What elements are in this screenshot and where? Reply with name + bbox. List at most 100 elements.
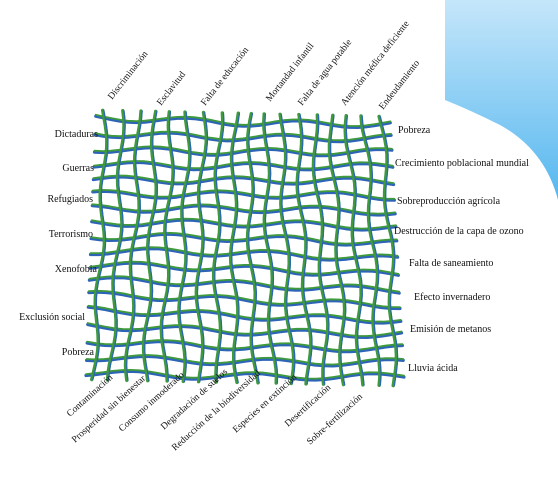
net-thread: [93, 160, 394, 170]
net-thread: [194, 110, 208, 384]
right-label: Lluvia ácida: [408, 363, 458, 374]
net-thread: [90, 217, 397, 230]
net-thread: [311, 113, 330, 386]
right-label: Sobreproducción agrícola: [397, 196, 501, 207]
horizontal-threads: [84, 113, 406, 382]
right-label: Pobreza: [398, 125, 431, 136]
right-label: Crecimiento poblacional mundial: [395, 158, 529, 169]
net-thread: [141, 109, 158, 383]
net-thread: [379, 115, 399, 387]
right-label: Emisión de metanos: [410, 324, 491, 335]
left-label: Xenofobia: [55, 264, 98, 275]
net-thread: [86, 322, 403, 337]
net-thread: [280, 113, 296, 385]
net-thread: [94, 113, 392, 127]
net-thread: [345, 115, 365, 386]
top-label: Falta de educación: [199, 45, 251, 107]
net-thread: [359, 114, 382, 387]
net-thread: [297, 114, 313, 385]
net-thread: [211, 111, 225, 384]
net-thread: [361, 115, 382, 386]
left-label: Terrorismo: [49, 229, 93, 240]
net-thread: [85, 339, 404, 354]
net-thread: [93, 131, 393, 144]
net-thread: [196, 111, 209, 383]
left-label: Guerras: [62, 163, 94, 174]
top-label: Discriminación: [106, 49, 150, 102]
net-thread: [94, 114, 392, 129]
top-label: Esclavitud: [155, 70, 188, 108]
net-thread: [91, 189, 396, 202]
net-thread: [231, 112, 241, 383]
net-thread: [86, 305, 403, 325]
net-thread: [85, 354, 405, 366]
net-thread: [92, 109, 109, 381]
net-thread: [159, 110, 175, 383]
net-thread: [248, 113, 260, 384]
top-label: Endeudamiento: [377, 59, 422, 112]
top-labels: Discriminación Esclavitud Falta de educa…: [106, 19, 422, 112]
net-thread: [92, 160, 395, 172]
left-label: Refugiados: [47, 194, 93, 205]
net-thread: [92, 174, 395, 184]
net-thread: [88, 275, 401, 293]
net-thread: [84, 369, 406, 382]
left-label: Exclusión social: [19, 312, 85, 323]
net-thread: [91, 189, 396, 200]
net-thread: [105, 109, 126, 382]
net-thread: [314, 114, 330, 385]
net-thread: [89, 260, 400, 275]
net-thread: [87, 289, 401, 308]
net-thread: [86, 339, 404, 352]
net-thread: [89, 246, 399, 260]
net-thread: [177, 110, 192, 384]
woven-net: [84, 108, 406, 388]
right-labels: Pobreza Crecimiento poblacional mundial …: [394, 125, 529, 374]
net-thread: [278, 112, 296, 386]
right-label: Falta de saneamiento: [409, 258, 493, 269]
net-thread: [85, 369, 405, 380]
net-thread: [123, 109, 143, 382]
right-label: Destrucción de la capa de ozono: [394, 226, 524, 237]
net-thread: [88, 261, 400, 277]
net-thread: [91, 203, 397, 215]
net-thread: [245, 111, 260, 385]
net-thread: [214, 112, 225, 383]
net-thread: [262, 112, 279, 385]
net-thread: [92, 146, 394, 158]
net-thread: [228, 111, 240, 385]
net-thread: [264, 113, 279, 384]
net-thread: [343, 114, 365, 387]
net-thread: [87, 276, 401, 295]
left-labels: Dictaduras Guerras Refugiados Terrorismo…: [19, 129, 98, 358]
net-thread: [90, 218, 398, 232]
net-thread: [90, 204, 397, 217]
net-thread: [93, 145, 393, 156]
net-thread: [87, 304, 402, 323]
net-thread: [90, 108, 109, 382]
net-thread: [377, 114, 399, 388]
net-thread: [86, 322, 404, 339]
net-thread: [161, 111, 175, 382]
right-label: Efecto invernadero: [414, 292, 490, 303]
net-thread: [88, 247, 400, 262]
corner-gradient-shape: [445, 0, 558, 200]
net-thread: [327, 113, 347, 387]
net-thread: [179, 111, 192, 382]
net-thread: [85, 354, 405, 368]
vertical-threads: [90, 108, 399, 388]
net-thread: [87, 290, 402, 311]
top-label: Atención médica deficiente: [339, 19, 412, 108]
net-thread: [126, 110, 143, 381]
left-label: Pobreza: [62, 347, 95, 358]
net-thread: [330, 114, 347, 386]
net-thread: [91, 175, 396, 187]
net-thread: [108, 110, 126, 381]
net-thread: [89, 232, 399, 247]
net-thread: [94, 130, 392, 142]
net-thread: [144, 110, 158, 382]
net-thread: [90, 231, 398, 245]
left-label: Dictaduras: [55, 129, 98, 140]
